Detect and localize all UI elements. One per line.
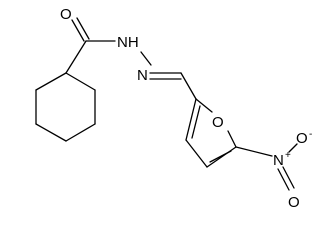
hydrazone-linker: NH N: [85, 34, 197, 100]
nitro-positive-charge: +: [285, 150, 291, 161]
molecule-drawing: O NH N O N + O - O: [35, 6, 312, 211]
bond-furan-c3-c2-inner: [191, 105, 201, 139]
bond-nitro-to-o-top: [288, 143, 298, 153]
carbonyl-group: O: [60, 6, 90, 74]
bond-furan-c2-o: [195, 98, 213, 113]
bond-furan-c3-c2: [185, 98, 197, 141]
atom-nitrogen-nitro: N: [273, 152, 284, 169]
bond-carbonyl-double-2: [76, 17, 90, 40]
bond-ring-to-carbonyl: [65, 40, 87, 74]
atom-nitrogen-imine: N: [137, 67, 148, 84]
atom-oxygen-nitro-bottom: O: [288, 194, 300, 211]
bond-ring-c3-c4: [35, 123, 67, 142]
bond-ring-c1-c2: [35, 72, 67, 91]
bond-furan-c5-c4: [206, 146, 237, 168]
bond-ch-to-furan: [180, 72, 197, 100]
nitro-group: N + O - O: [235, 129, 312, 211]
bond-furan-c4-c3: [185, 139, 208, 168]
atom-nh: NH: [117, 34, 139, 51]
bond-furan-to-nitro: [235, 146, 273, 157]
cyclohexane-ring: [35, 72, 96, 142]
bond-ring-c4-c5: [65, 123, 96, 142]
bond-furan-c4-c4-inner: [209, 150, 232, 163]
furan-ring: O: [185, 98, 237, 168]
atom-oxygen-carbonyl: O: [60, 6, 72, 23]
atom-oxygen-furan: O: [212, 114, 224, 131]
nitro-oxygen-negative-charge: -: [309, 129, 312, 140]
bond-ring-c6-c1: [65, 72, 96, 91]
structure-diagram: O NH N O N + O - O: [35, 6, 312, 211]
bond-nitro-to-o-bottom-1: [277, 168, 290, 191]
atom-oxygen-nitro-top: O: [296, 130, 308, 147]
bond-furan-o-c5: [227, 130, 237, 148]
bond-nh-to-n: [140, 51, 152, 66]
bond-nitro-to-o-bottom-2: [282, 166, 295, 189]
bond-carbonyl-double-1: [71, 19, 85, 42]
